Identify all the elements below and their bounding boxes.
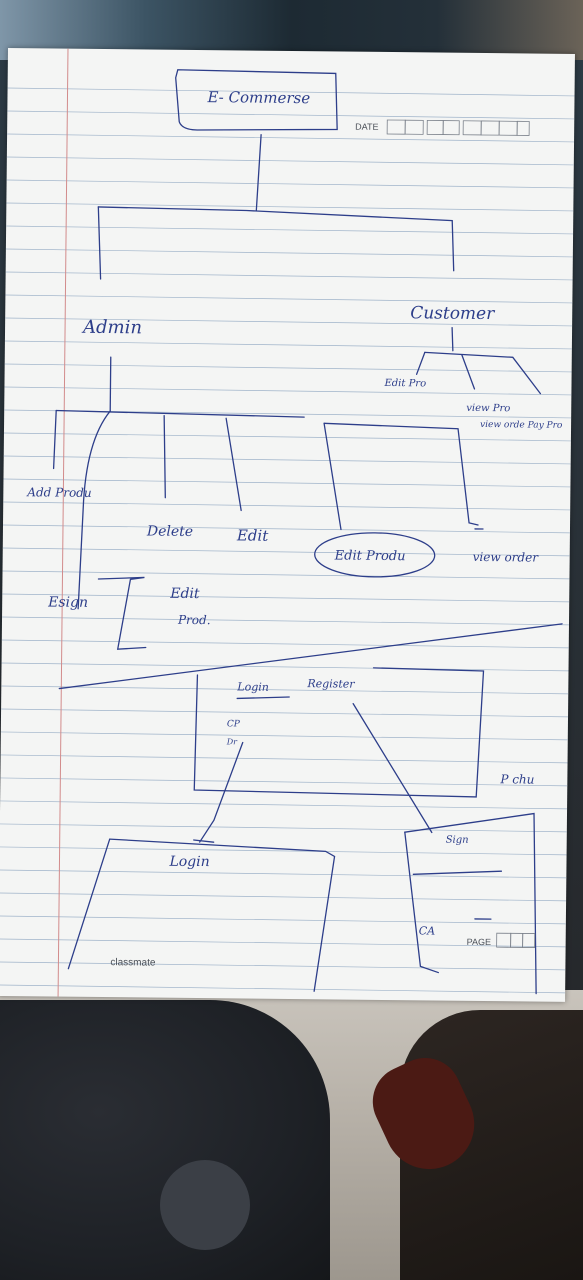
root-label: E- Commerse <box>206 88 310 107</box>
admin-label: Admin <box>81 317 142 339</box>
admin-esign: Esign <box>47 594 88 610</box>
ruled-line <box>3 455 571 465</box>
date-boxes <box>386 119 530 136</box>
ruled-line <box>0 869 567 879</box>
ruled-line <box>4 363 572 373</box>
ruled-line <box>0 892 567 902</box>
ruled-line <box>2 616 569 626</box>
admin-drop <box>97 206 102 280</box>
ruled-line <box>0 984 566 994</box>
ruled-line <box>0 846 567 856</box>
ruled-line <box>7 133 575 143</box>
ruled-line <box>3 478 571 488</box>
root-branch <box>97 206 455 272</box>
customer-view-order: view order <box>473 550 540 565</box>
divider-line <box>58 623 563 690</box>
admin-child-edit: Edit <box>236 526 270 544</box>
root-stem <box>255 134 262 212</box>
ruled-line <box>6 156 574 166</box>
ruled-line <box>5 294 573 304</box>
ruled-line <box>0 961 566 971</box>
brand-label: classmate <box>110 957 156 968</box>
auth-register-link: Register <box>306 677 355 691</box>
ruled-line <box>6 225 574 235</box>
ruled-line <box>2 570 570 580</box>
sketch-diagram: DATE <box>0 48 575 997</box>
signup-box <box>404 812 537 995</box>
ruled-line <box>1 639 569 649</box>
ruled-line <box>7 87 575 97</box>
ruled-line <box>6 202 574 212</box>
dark-fabric-left <box>0 1000 330 1280</box>
ink-strokes <box>52 69 563 995</box>
admin-prod: Prod. <box>177 613 211 627</box>
ruled-line <box>4 386 572 396</box>
ruled-line <box>0 823 567 833</box>
ruled-line <box>3 432 571 442</box>
admin-edit: Edit <box>169 586 200 602</box>
ruled-line <box>0 938 566 948</box>
ruled-line <box>5 317 573 327</box>
ruled-line <box>3 501 571 511</box>
auth-mark-ca: CA <box>419 924 436 937</box>
ruled-line <box>0 754 568 764</box>
login-box-label: Login <box>168 854 209 870</box>
margin-line <box>57 48 69 997</box>
ruled-line <box>7 110 575 120</box>
customer-child-view: view Pro <box>466 403 510 414</box>
page-label: PAGE <box>467 937 491 947</box>
signup-box-label: Sign <box>446 835 469 846</box>
date-label: DATE <box>355 122 378 132</box>
customer-child-edit: Edit Pro <box>383 378 426 389</box>
admin-left-curve <box>77 410 111 610</box>
customer-child-pay: view orde Pay Pro <box>480 420 563 431</box>
chair-wheel <box>160 1160 250 1250</box>
admin-child-add: Add Produ <box>26 485 91 500</box>
admin-stem <box>109 356 112 412</box>
ruled-line <box>5 271 573 281</box>
auth-login-link: Login <box>236 680 269 693</box>
auth-mark-dr: Dr <box>226 737 239 746</box>
ruled-line <box>1 685 569 695</box>
to-signup <box>352 703 433 834</box>
auth-mark-cp: CP <box>227 719 241 729</box>
ruled-line <box>0 915 566 925</box>
ruled-line <box>1 708 569 718</box>
admin-child-delete: Delete <box>146 523 193 539</box>
ruled-line <box>3 524 570 534</box>
admin-child-edit-product: Edit Produ <box>334 548 406 564</box>
ruled-line <box>5 248 573 258</box>
ruled-line <box>6 179 574 189</box>
ruled-line <box>1 662 569 672</box>
notebook-page: DATE <box>0 48 575 1002</box>
ruled-line <box>0 800 568 810</box>
ruled-line <box>2 593 570 603</box>
ruled-line <box>4 340 572 350</box>
customer-mark: P chu <box>499 772 534 786</box>
auth-box <box>193 667 485 798</box>
login-box <box>109 838 336 992</box>
admin-branch <box>55 409 305 418</box>
ruled-lines <box>0 87 575 994</box>
page-number-boxes <box>496 932 536 948</box>
customer-stem <box>451 327 454 352</box>
to-login <box>199 741 244 843</box>
ruled-line <box>0 777 568 787</box>
root-box <box>175 69 338 131</box>
ruled-line <box>0 731 568 741</box>
ruled-line <box>2 547 570 557</box>
customer-label: Customer <box>410 303 495 324</box>
edit-product-oval <box>314 532 436 578</box>
